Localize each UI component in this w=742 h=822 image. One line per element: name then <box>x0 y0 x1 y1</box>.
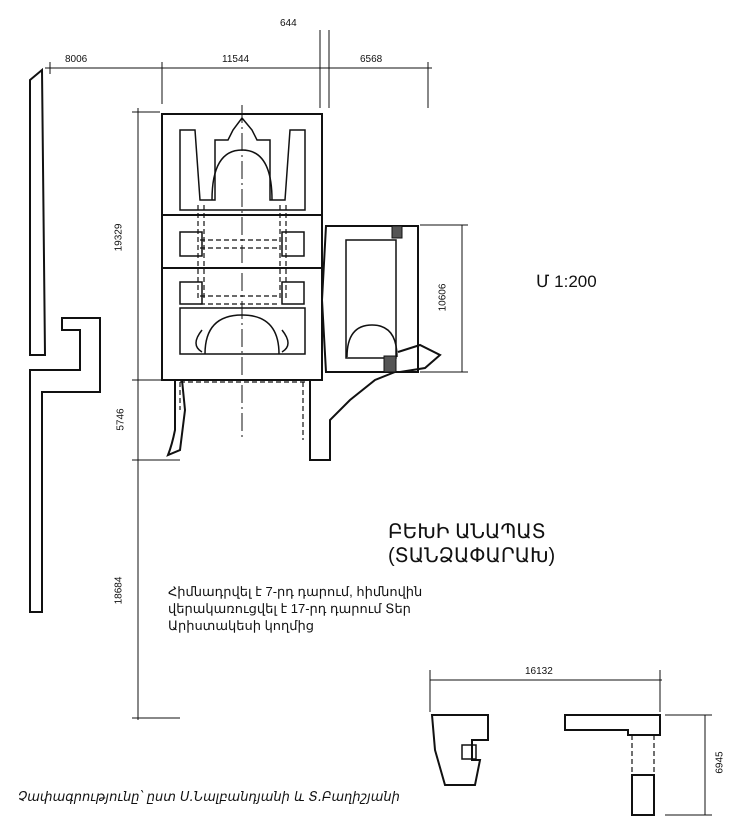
dimension-left-middle: 5746 <box>115 408 127 431</box>
dimension-top-right: 6568 <box>360 54 383 65</box>
dimension-lines <box>45 30 712 816</box>
dimension-top-main: 11544 <box>222 54 250 65</box>
survey-credit: Չափագրությունը՝ ըստ Ս.Նալբանդյանի և Տ.Բա… <box>18 790 400 805</box>
scale-label: Մ 1:200 <box>536 272 597 291</box>
history-description: Հիմնադրվել է 7-րդ դարում, հիմնովին վերակ… <box>168 584 423 633</box>
dimension-left-lower: 18684 <box>113 576 125 605</box>
detail-plan <box>430 714 661 816</box>
plan-title: ԲԵԽԻ ԱՆԱՊԱՏ (ՏԱՆՁԱՓԱՐԱԽ) <box>388 521 556 567</box>
dimension-detail-height: 6945 <box>714 751 726 774</box>
dimension-left-upper: 19329 <box>113 223 125 252</box>
main-church <box>161 113 396 461</box>
dimension-detail-width: 16132 <box>525 666 553 677</box>
dimension-top-left: 8006 <box>65 54 88 65</box>
dimension-chapel-height: 10606 <box>437 283 449 312</box>
dimension-top-gap: 644 <box>280 18 297 29</box>
side-chapel <box>320 225 442 373</box>
left-ruin-walls <box>29 67 101 613</box>
